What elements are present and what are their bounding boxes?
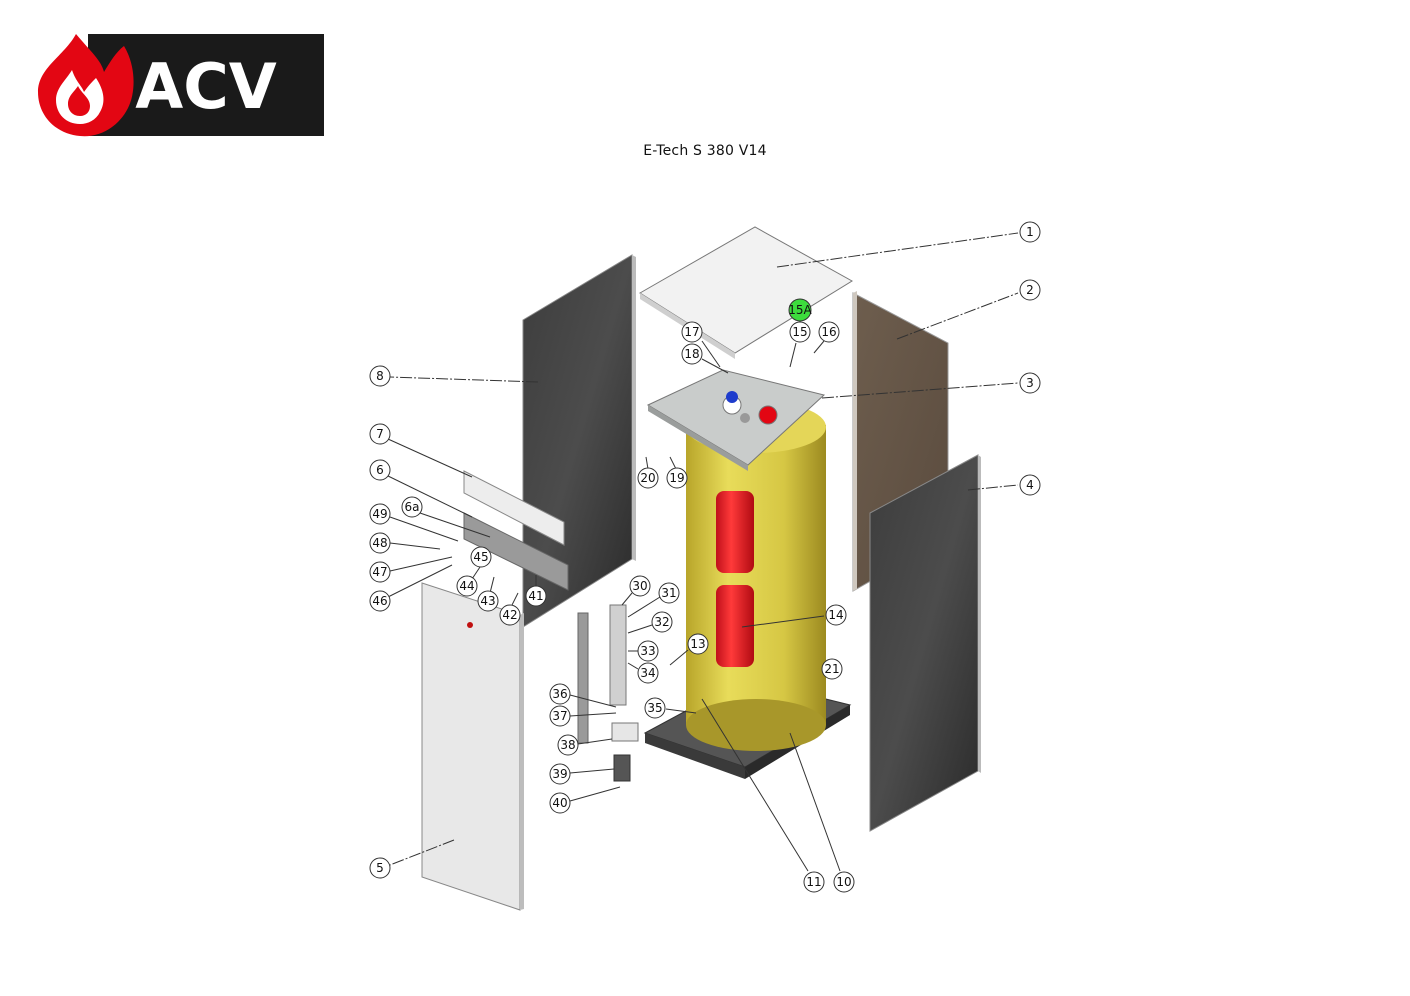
svg-text:10: 10 <box>836 875 851 889</box>
svg-text:46: 46 <box>372 594 387 608</box>
svg-text:3: 3 <box>1026 376 1034 390</box>
svg-text:21: 21 <box>824 662 839 676</box>
svg-text:48: 48 <box>372 536 387 550</box>
callout-37: 37 <box>549 705 617 727</box>
part-right-panel <box>869 454 981 832</box>
callout-46: 46 <box>369 564 453 612</box>
callout-10: 10 <box>789 732 855 893</box>
svg-text:32: 32 <box>654 615 669 629</box>
svg-text:34: 34 <box>640 666 655 680</box>
callout-6a: 6a <box>401 496 491 538</box>
svg-text:6: 6 <box>376 463 384 477</box>
svg-text:8: 8 <box>376 369 384 383</box>
callout-21: 21 <box>821 658 843 680</box>
svg-text:45: 45 <box>473 550 488 564</box>
svg-text:42: 42 <box>502 608 517 622</box>
svg-text:31: 31 <box>661 586 676 600</box>
svg-text:19: 19 <box>669 471 684 485</box>
logo-wordmark: ACV <box>135 50 276 123</box>
callout-33: 33 <box>628 640 659 662</box>
exploded-parts-diagram: 1 2 3 4 5 6 6a 7 8 10 11 13 14 15 15A 16… <box>369 221 1041 911</box>
callout-layer: 1 2 3 4 5 6 6a 7 8 10 11 13 14 15 15A 16… <box>369 221 1041 893</box>
callout-36: 36 <box>549 683 617 708</box>
svg-text:13: 13 <box>690 637 705 651</box>
svg-text:11: 11 <box>806 875 821 889</box>
callout-19: 19 <box>666 456 688 489</box>
callout-11: 11 <box>701 698 825 893</box>
callout-47: 47 <box>369 556 453 583</box>
svg-text:4: 4 <box>1026 478 1034 492</box>
callout-5: 5 <box>369 839 455 879</box>
svg-text:35: 35 <box>647 701 662 715</box>
flame-icon <box>38 34 134 137</box>
callout-15: 15 <box>789 321 811 368</box>
svg-text:1: 1 <box>1026 225 1034 239</box>
page-title: E-Tech S 380 V14 <box>643 143 767 159</box>
svg-text:30: 30 <box>632 579 647 593</box>
svg-text:17: 17 <box>684 325 699 339</box>
part-top-plate <box>646 369 826 471</box>
svg-text:40: 40 <box>552 796 567 810</box>
callout-17: 17 <box>681 321 721 368</box>
part-top-cover <box>639 226 853 359</box>
callout-38: 38 <box>557 734 613 756</box>
callout-49: 49 <box>369 503 459 542</box>
callout-43: 43 <box>477 576 499 612</box>
callout-44: 44 <box>456 566 481 597</box>
part-control-panel <box>463 470 569 591</box>
callout-41: 41 <box>525 575 547 607</box>
svg-text:41: 41 <box>528 589 543 603</box>
svg-text:20: 20 <box>640 471 655 485</box>
svg-text:18: 18 <box>684 347 699 361</box>
callout-15a: 15A <box>788 298 813 322</box>
svg-text:47: 47 <box>372 565 387 579</box>
svg-text:44: 44 <box>459 579 474 593</box>
svg-text:37: 37 <box>552 709 567 723</box>
callout-1: 1 <box>776 221 1041 268</box>
callout-8: 8 <box>369 365 539 387</box>
svg-text:16: 16 <box>821 325 836 339</box>
callout-2: 2 <box>896 279 1041 340</box>
part-front-door <box>421 582 524 911</box>
callout-40: 40 <box>549 786 621 814</box>
callout-20: 20 <box>637 456 659 489</box>
callout-45: 45 <box>470 546 492 568</box>
callout-4: 4 <box>967 474 1041 496</box>
svg-text:38: 38 <box>560 738 575 752</box>
svg-text:36: 36 <box>552 687 567 701</box>
svg-text:43: 43 <box>480 594 495 608</box>
callout-32: 32 <box>627 611 673 634</box>
svg-text:39: 39 <box>552 767 567 781</box>
part-tank-cylinder <box>686 401 826 751</box>
callout-42: 42 <box>499 592 521 626</box>
callout-31: 31 <box>627 582 680 618</box>
part-heating-elements <box>716 491 754 667</box>
part-din-rail-components <box>577 604 639 782</box>
callout-3: 3 <box>821 372 1041 399</box>
svg-text:33: 33 <box>640 644 655 658</box>
callout-13: 13 <box>669 633 709 666</box>
callout-48: 48 <box>369 532 441 554</box>
callout-34: 34 <box>627 662 659 684</box>
svg-text:49: 49 <box>372 507 387 521</box>
acv-logo: ACV <box>38 34 324 137</box>
callout-18: 18 <box>681 343 729 374</box>
svg-text:14: 14 <box>828 608 843 622</box>
svg-text:15: 15 <box>792 325 807 339</box>
callout-16: 16 <box>813 321 840 354</box>
callout-14: 14 <box>741 604 847 628</box>
callout-30: 30 <box>621 575 651 606</box>
callout-6: 6 <box>369 459 473 518</box>
svg-text:5: 5 <box>376 861 384 875</box>
svg-text:6a: 6a <box>405 500 420 514</box>
callout-7: 7 <box>369 423 473 478</box>
svg-text:2: 2 <box>1026 283 1034 297</box>
svg-text:7: 7 <box>376 427 384 441</box>
callout-35: 35 <box>644 697 697 719</box>
callout-39: 39 <box>549 763 615 785</box>
svg-text:15A: 15A <box>788 303 812 317</box>
